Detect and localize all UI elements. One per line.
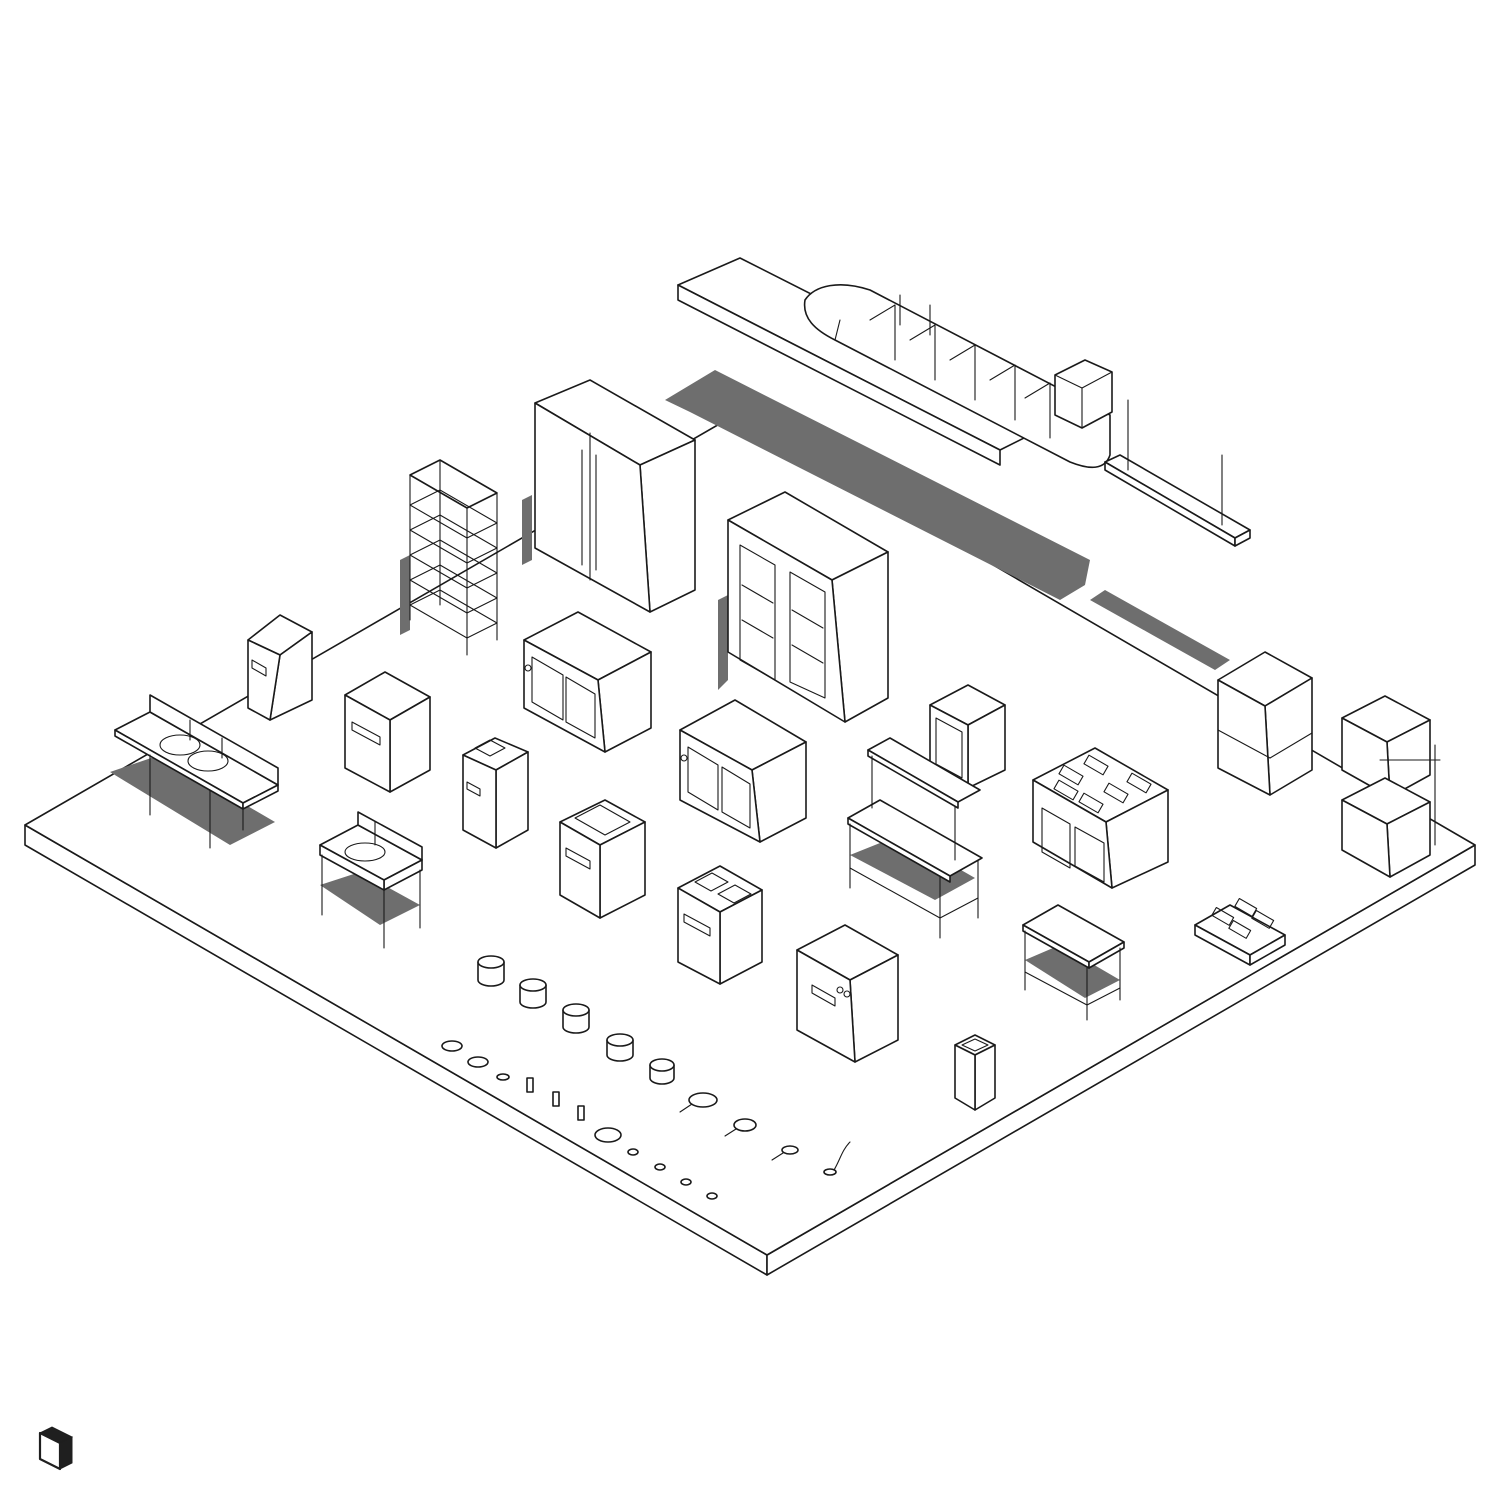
stock-pot-2	[519, 978, 547, 1009]
small-sink-shadow	[320, 872, 420, 925]
prep-table-shadow	[850, 835, 975, 900]
convection-oven-2	[679, 699, 807, 843]
bottle-1	[526, 1077, 534, 1093]
floor-shadows	[110, 370, 1230, 998]
cabinet-unit	[344, 671, 431, 793]
cookware-small	[441, 1040, 851, 1200]
glass-door-fridge	[929, 684, 1006, 789]
double-sink	[114, 694, 279, 849]
lid-1	[627, 1148, 639, 1156]
frying-pan-1	[688, 1092, 718, 1108]
prep-table-shelf	[847, 737, 983, 939]
small-table-shadow	[1025, 945, 1120, 998]
exhaust-hood	[677, 257, 1113, 469]
lid-3	[680, 1178, 692, 1186]
fryer-oven-middle	[559, 799, 646, 919]
pot-rack	[1104, 399, 1251, 547]
undercounter-unit	[247, 614, 313, 721]
stock-pot-1	[477, 955, 505, 987]
fryer-small	[462, 737, 529, 849]
shelving-unit	[400, 459, 498, 656]
range-six-burner	[1032, 747, 1169, 889]
convection-oven-1	[523, 611, 652, 753]
rack-shadow	[1090, 590, 1230, 670]
ladle	[823, 1168, 837, 1176]
fryer-double	[677, 865, 763, 985]
frying-pan-2	[733, 1118, 757, 1132]
strainer	[594, 1127, 622, 1143]
saucepan	[781, 1145, 799, 1155]
lid-2	[654, 1163, 666, 1171]
griddle-oven	[796, 924, 899, 1063]
lid-4	[706, 1192, 718, 1200]
cookware-pots	[477, 955, 675, 1085]
display-cabinet	[718, 491, 889, 723]
bottle-2	[552, 1091, 560, 1107]
dishwasher-1	[1217, 651, 1313, 796]
trash-bin	[954, 1034, 996, 1111]
sink-shadow	[110, 755, 275, 845]
hood-shadow	[665, 370, 1090, 600]
plate-2	[467, 1056, 489, 1068]
cooktop	[1194, 897, 1286, 966]
hand-sink	[319, 811, 423, 949]
double-refrigerator	[522, 379, 696, 613]
stock-pot-4	[606, 1033, 634, 1062]
dishwasher-2	[1341, 695, 1441, 878]
stock-pot-5	[649, 1058, 675, 1085]
small-work-table	[1022, 904, 1125, 1021]
plate-1	[441, 1040, 463, 1052]
cube-logo-icon	[38, 1426, 74, 1471]
stock-pot-3	[562, 1003, 590, 1034]
bottle-3	[577, 1105, 585, 1121]
cup	[496, 1073, 510, 1081]
